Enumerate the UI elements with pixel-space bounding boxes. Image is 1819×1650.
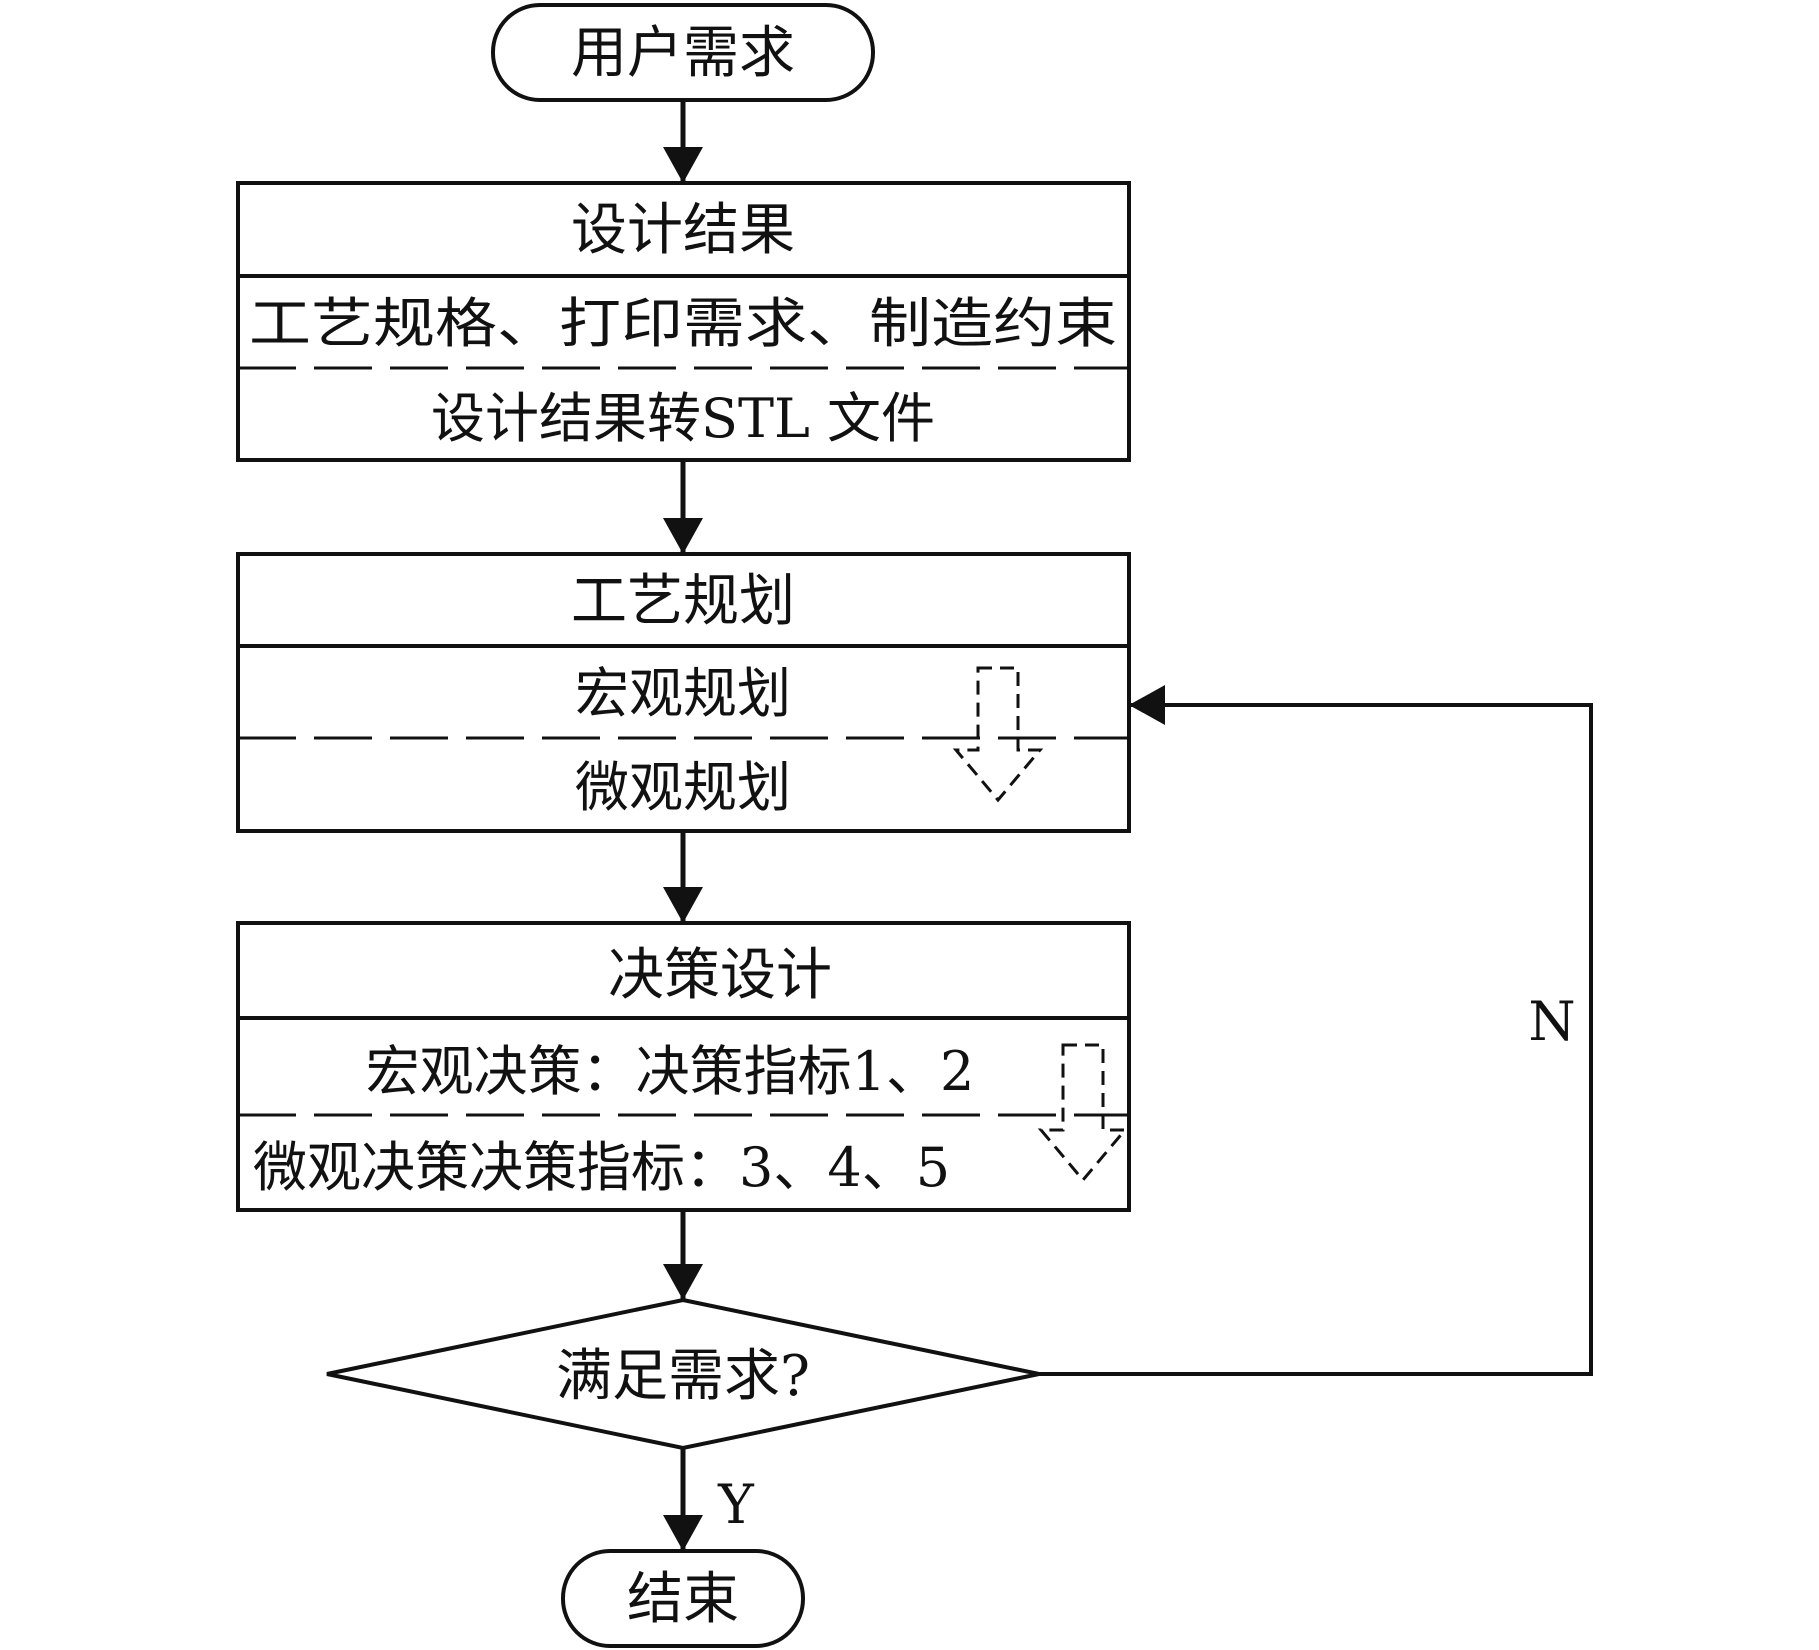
process-planning-box: 工艺规划 宏观规划 微观规划: [236, 552, 1131, 833]
macro-planning-label: 宏观规划: [575, 662, 791, 725]
micro-planning-label: 微观规划: [575, 756, 791, 819]
design-result-row2: 设计结果转STL 文件: [431, 387, 935, 450]
requirement-check-label: 满足需求?: [556, 1344, 810, 1409]
start-terminal: 用户需求: [491, 3, 875, 102]
decision-design-box: 决策设计 宏观决策：决策指标1、2 微观决策决策指标：3、4、5: [236, 921, 1131, 1212]
yes-branch-label: Y: [717, 1473, 755, 1536]
no-branch-label: N: [1528, 990, 1575, 1053]
dashed-down-arrow-icon: [1037, 1043, 1129, 1183]
end-terminal: 结束: [561, 1549, 805, 1648]
requirement-check-diamond: 满足需求?: [326, 1297, 1040, 1451]
no-branch-loop: [1039, 685, 1593, 1376]
process-planning-title: 工艺规划: [571, 569, 795, 634]
end-label: 结束: [627, 1567, 739, 1632]
start-label: 用户需求: [571, 21, 795, 86]
design-result-box: 设计结果 工艺规格、打印需求、制造约束 设计结果转STL 文件: [236, 181, 1131, 462]
dashed-down-arrow-icon: [952, 666, 1044, 803]
macro-decision-label: 宏观决策：决策指标1、2: [366, 1040, 975, 1103]
decision-design-title: 决策设计: [608, 943, 832, 1008]
design-result-row1: 工艺规格、打印需求、制造约束: [249, 292, 1117, 355]
micro-decision-label: 微观决策决策指标：3、4、5: [253, 1136, 950, 1199]
design-result-title: 设计结果: [571, 198, 795, 263]
